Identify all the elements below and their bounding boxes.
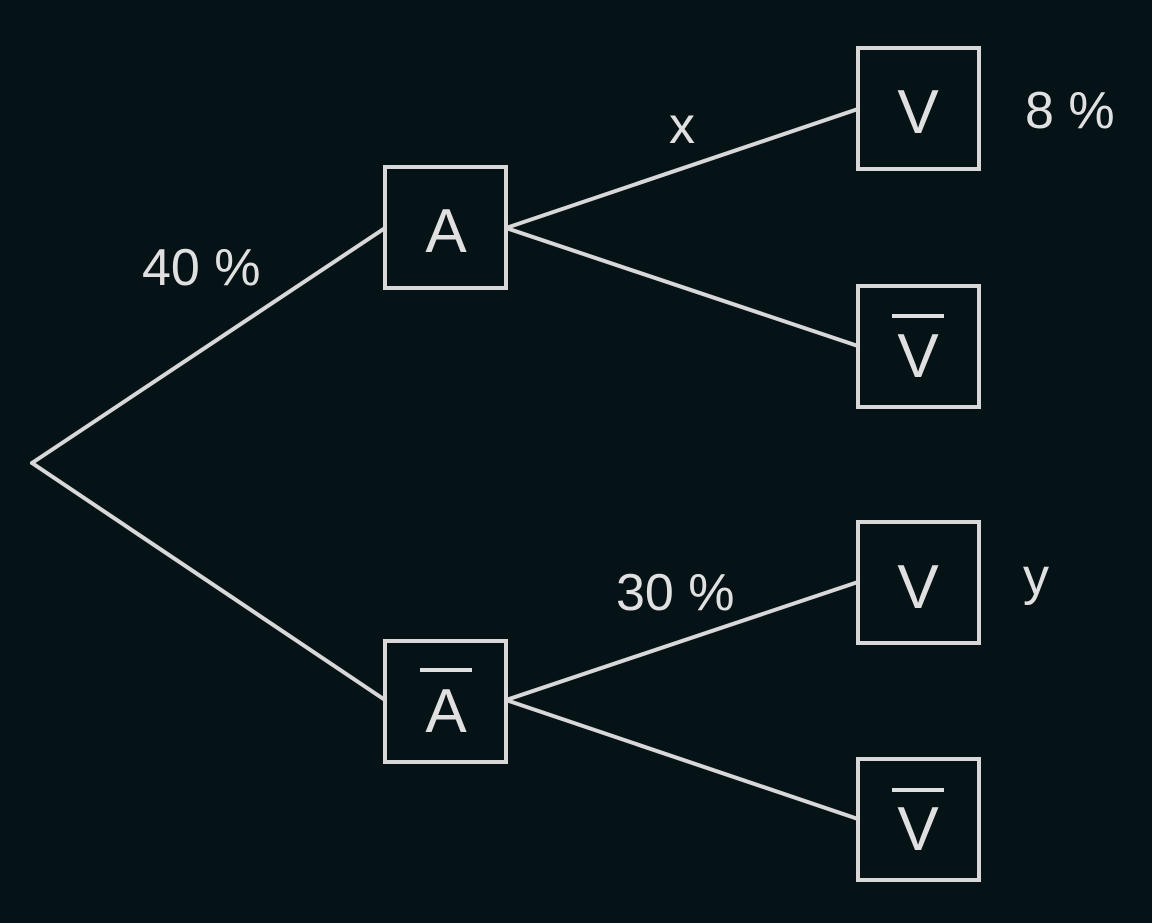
node-not-a-v: V: [856, 520, 981, 645]
edge-a-to-v: [504, 107, 860, 230]
label-a-v-result: 8 %: [1025, 82, 1115, 140]
node-a-not-v-label: V: [897, 322, 939, 391]
node-not-a-not-v: V: [856, 757, 981, 882]
node-not-a: A: [383, 639, 508, 764]
node-a-v: V: [856, 46, 981, 171]
label-root-to-a: 40 %: [142, 239, 261, 297]
edge-root-to-not-a: [30, 461, 387, 702]
node-a-v-label: V: [897, 78, 939, 147]
edge-not-a-to-v: [504, 580, 860, 702]
node-not-a-not-v-label: V: [897, 795, 939, 864]
node-not-a-v-label: V: [897, 553, 939, 622]
label-a-to-v: x: [669, 97, 695, 155]
edge-root-to-a: [30, 226, 387, 465]
label-not-a-to-v: 30 %: [616, 564, 735, 622]
edge-a-to-not-v: [504, 226, 860, 348]
label-not-a-v-result: y: [1023, 548, 1049, 606]
edge-not-a-to-not-v: [504, 698, 860, 821]
node-a-not-v: V: [856, 284, 981, 409]
node-not-a-label: A: [425, 677, 467, 746]
node-a-label: A: [425, 197, 467, 266]
node-a: A: [383, 165, 508, 290]
